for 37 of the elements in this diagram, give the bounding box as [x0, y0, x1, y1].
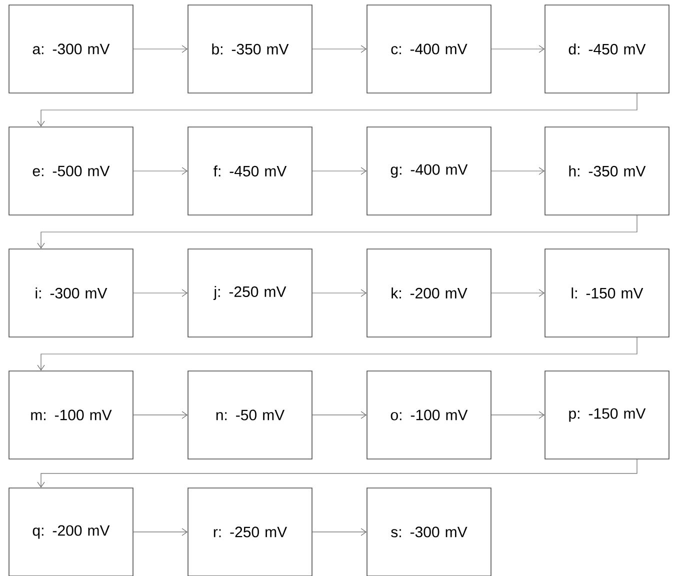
process-box: q: -200 mV: [8, 488, 134, 576]
arrow: [312, 45, 367, 53]
process-box: n: -50 mV: [188, 370, 312, 460]
process-box: p: -150 mV: [544, 370, 670, 460]
process-box: j: -250 mV: [188, 248, 312, 338]
arrow: [491, 411, 545, 419]
process-box: m: -100 mV: [8, 370, 134, 460]
process-box: g: -400 mV: [366, 126, 492, 216]
process-box: a: -300 mV: [8, 4, 134, 94]
arrow: [37, 215, 638, 249]
arrow: [37, 93, 638, 127]
arrow: [37, 459, 638, 488]
arrow: [312, 411, 367, 419]
arrow: [312, 528, 367, 536]
arrow: [37, 337, 638, 371]
process-box: o: -100 mV: [366, 370, 492, 460]
process-box: c: -400 mV: [366, 4, 492, 94]
process-box: s: -300 mV: [366, 488, 492, 576]
process-box: l: -150 mV: [544, 248, 670, 338]
arrow: [133, 45, 188, 53]
process-box: i: -300 mV: [8, 248, 134, 338]
arrow: [312, 167, 367, 175]
process-box: h: -350 mV: [544, 126, 670, 216]
arrow: [491, 289, 545, 297]
arrow: [133, 167, 188, 175]
process-box: e: -500 mV: [8, 126, 134, 216]
arrow: [133, 528, 188, 536]
process-box: k: -200 mV: [366, 248, 492, 338]
process-box: r: -250 mV: [188, 488, 312, 576]
process-box: f: -450 mV: [188, 126, 312, 216]
arrow: [133, 411, 188, 419]
arrow: [491, 167, 545, 175]
process-box: d: -450 mV: [544, 4, 670, 94]
arrow: [491, 45, 545, 53]
process-box: b: -350 mV: [188, 4, 312, 94]
arrow: [133, 289, 188, 297]
arrow: [312, 289, 367, 297]
